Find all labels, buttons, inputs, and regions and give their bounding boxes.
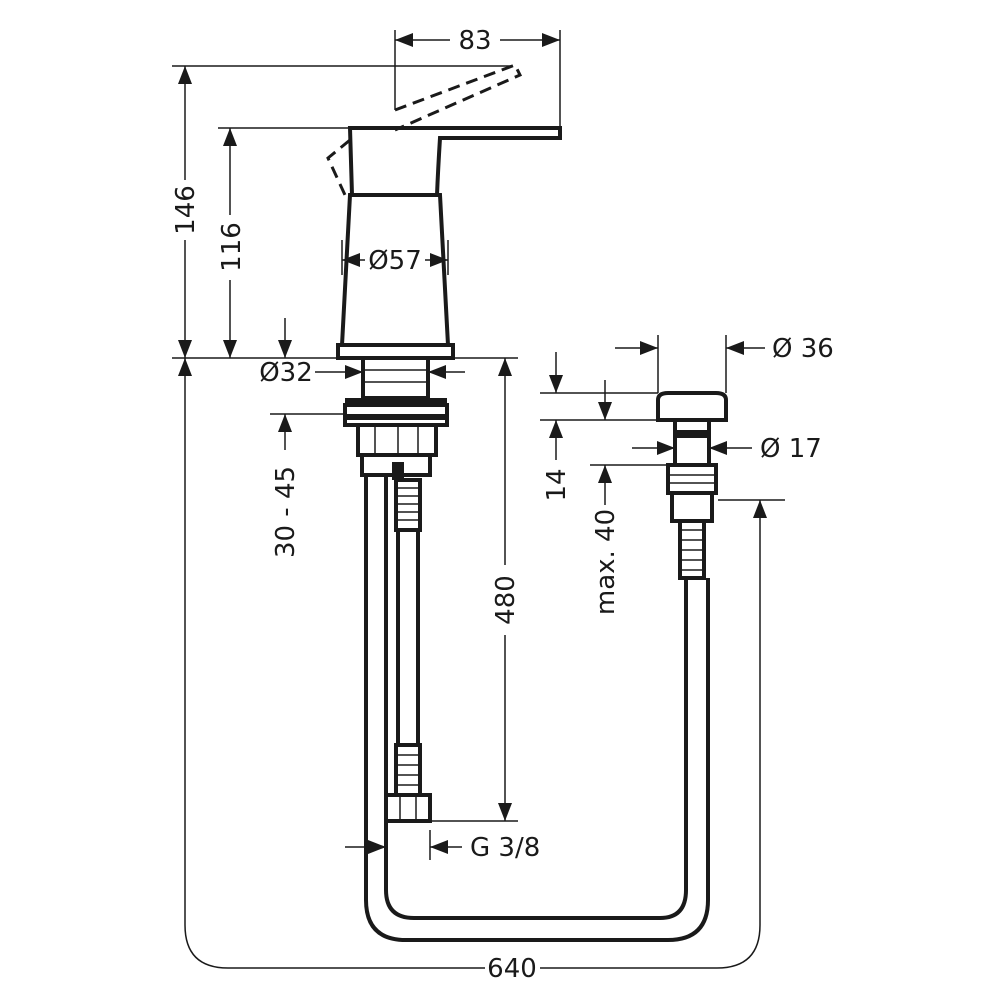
dim-17-label: Ø 17 (760, 434, 822, 464)
dim-14-label: 14 (542, 468, 572, 501)
hose-connection-nut (384, 793, 432, 823)
mixer-faucet (326, 63, 562, 477)
mixer-handle-open-outline (326, 138, 351, 196)
dim-g38-label: G 3/8 (470, 833, 540, 863)
dim-36-label: Ø 36 (772, 334, 834, 364)
mixer-handle-raised-outline (394, 63, 523, 132)
mixer-base (336, 343, 455, 360)
mixer-hoses (364, 462, 710, 942)
dim-640-label: 640 (487, 954, 537, 984)
dimension-lines (172, 30, 785, 969)
dim-116-label: 116 (217, 222, 247, 272)
dimension-labels: 83 146 116 Ø57 Ø32 30 - 45 480 Ø 36 Ø 17… (171, 26, 834, 984)
dim-146-label: 146 (171, 185, 201, 235)
mixer-handle (347, 126, 562, 197)
dim-30-45-label: 30 - 45 (271, 466, 301, 558)
mixer-shank (361, 356, 430, 400)
drain-push-button (656, 391, 728, 580)
dim-480-label: 480 (491, 575, 521, 625)
dim-57-label: Ø57 (368, 246, 422, 276)
dim-max-40-label: max. 40 (591, 509, 621, 615)
dim-83-label: 83 (458, 26, 491, 56)
dim-32-label: Ø32 (259, 358, 313, 388)
